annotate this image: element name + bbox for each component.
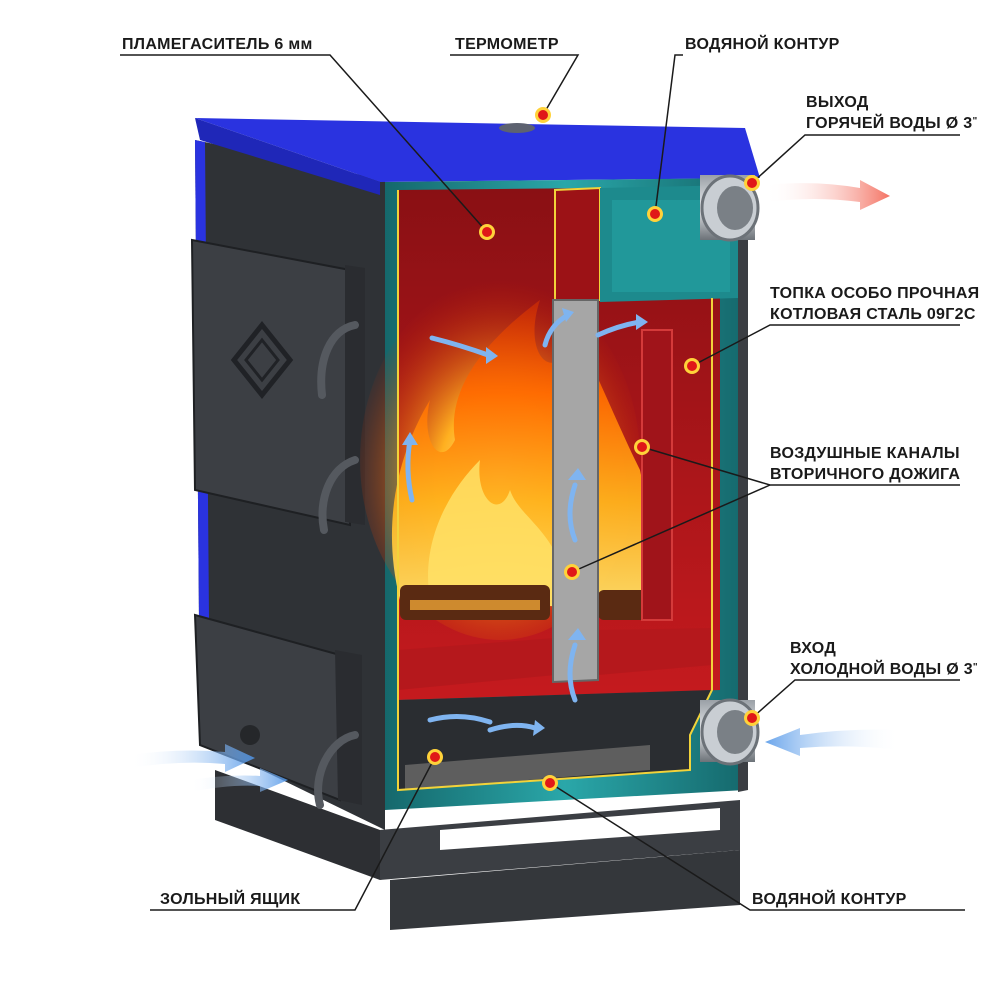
label-firebox-line2: КОТЛОВАЯ СТАЛЬ 09Г2С: [770, 306, 976, 323]
leader-lines: [120, 54, 965, 911]
hot-water-outlet-pipe: [700, 174, 760, 242]
internal-airflow-arrowheads: [402, 308, 648, 736]
marker-dot: [542, 775, 558, 791]
label-cold-water-inlet: ВХОД ХОЛОДНОЙ ВОДЫ Ø 3": [790, 638, 978, 680]
marker-dot: [744, 710, 760, 726]
marker-dot: [564, 564, 580, 580]
label-water-circuit-bottom: ВОДЯНОЙ КОНТУР: [752, 891, 907, 908]
air-intake-arrow: [130, 744, 288, 792]
brand-emblem-icon: [230, 320, 294, 400]
marker-dot: [684, 358, 700, 374]
marker-dot: [427, 749, 443, 765]
label-firebox: ТОПКА ОСОБО ПРОЧНАЯ КОТЛОВАЯ СТАЛЬ 09Г2С: [770, 283, 979, 325]
label-hot-outlet-unit: ": [972, 116, 978, 127]
marker-dot: [479, 224, 495, 240]
label-hot-water-outlet: ВЫХОД ГОРЯЧЕЙ ВОДЫ Ø 3": [806, 92, 977, 134]
boiler-top-lid: [195, 118, 760, 182]
hot-water-flow-arrow: [765, 180, 890, 210]
door-handle: [314, 321, 359, 809]
label-air-channels-line1: ВОЗДУШНЫЕ КАНАЛЫ: [770, 445, 960, 462]
label-flame-damper: ПЛАМЕГАСИТЕЛЬ 6 мм: [122, 36, 313, 53]
boiler-stand: [215, 770, 740, 930]
label-cold-inlet-unit: ": [972, 662, 978, 673]
label-hot-outlet-line2: ГОРЯЧЕЙ ВОДЫ Ø 3: [806, 115, 973, 132]
label-cold-inlet-line2: ХОЛОДНОЙ ВОДЫ Ø 3: [790, 661, 973, 678]
cold-water-inlet-pipe: [700, 698, 760, 766]
label-firebox-line1: ТОПКА ОСОБО ПРОЧНАЯ: [770, 285, 980, 302]
cold-water-flow-arrow: [765, 728, 900, 756]
marker-dot: [744, 175, 760, 191]
label-thermometer: ТЕРМОМЕТР: [455, 36, 559, 53]
marker-dot: [535, 107, 551, 123]
boiler-cutaway: [360, 178, 748, 810]
label-air-channels: ВОЗДУШНЫЕ КАНАЛЫ ВТОРИЧНОГО ДОЖИГА: [770, 443, 960, 485]
firebox-grate: [398, 638, 555, 690]
label-ash-box: ЗОЛЬНЫЙ ЯЩИК: [160, 891, 301, 908]
label-hot-outlet-line1: ВЫХОД: [806, 94, 869, 111]
label-cold-inlet-line1: ВХОД: [790, 640, 837, 657]
marker-dot: [634, 439, 650, 455]
label-air-channels-line2: ВТОРИЧНОГО ДОЖИГА: [770, 466, 961, 483]
firewood-logs: [400, 585, 658, 620]
marker-dot: [647, 206, 663, 222]
ash-door-knob: [240, 725, 260, 745]
boiler-side-panel: [190, 140, 385, 830]
label-water-circuit-top: ВОДЯНОЙ КОНТУР: [685, 36, 840, 53]
callout-markers: [427, 107, 760, 791]
